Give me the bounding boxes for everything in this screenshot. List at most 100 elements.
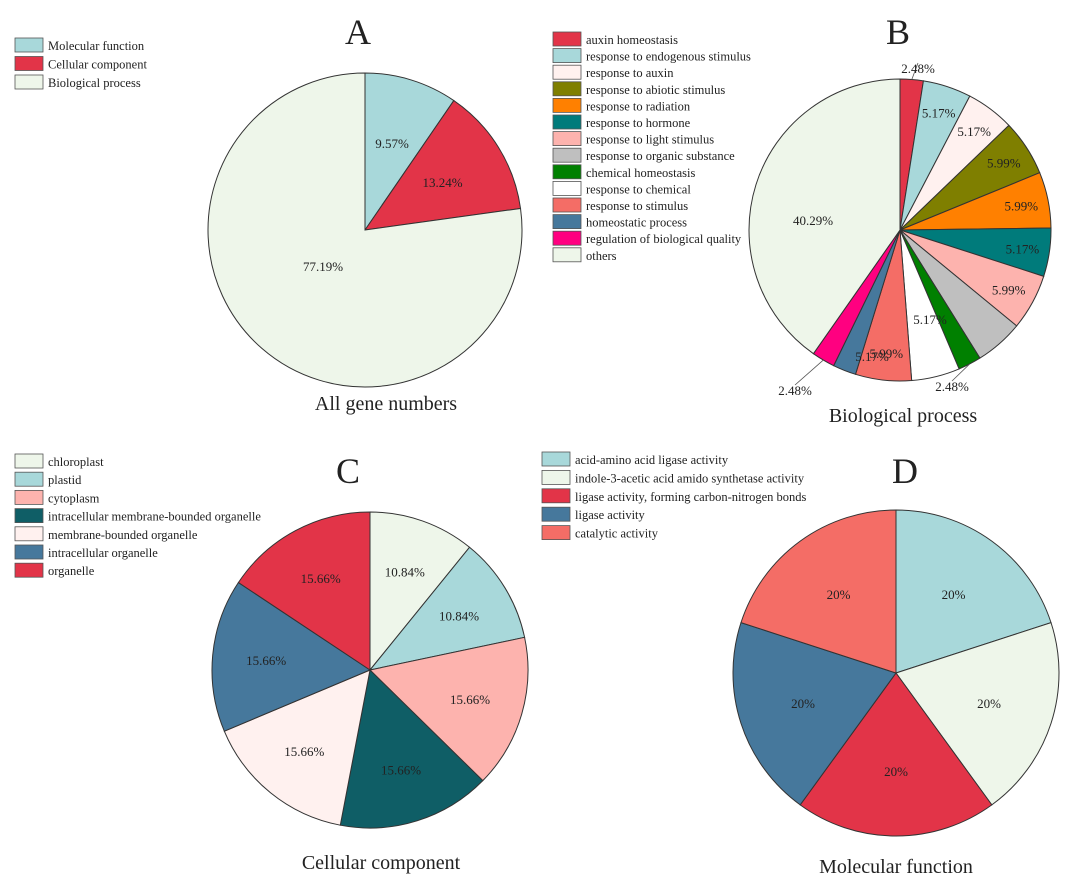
legend-label: plastid xyxy=(48,473,82,487)
legend-label: acid-amino acid ligase activity xyxy=(575,453,729,467)
slice-value-label: 77.19% xyxy=(303,259,343,274)
legend-label: membrane-bounded organelle xyxy=(48,528,198,542)
pie-slice xyxy=(211,581,372,732)
legend-swatch xyxy=(552,131,582,147)
pie-slice xyxy=(895,509,1052,674)
legend-label: response to hormone xyxy=(586,116,691,130)
pie-panel-a: A All gene numbers 9.57% 13.24% 77.19% Molecu… xyxy=(14,12,523,415)
chart-title: All gene numbers xyxy=(315,393,457,415)
leader-line xyxy=(951,363,970,382)
legend-swatch xyxy=(14,508,44,524)
legend-swatch xyxy=(552,247,582,263)
legend-swatch xyxy=(541,469,571,485)
slice-value-label: 9.57% xyxy=(375,136,409,151)
leader-line xyxy=(794,359,824,386)
legend-label: response to auxin xyxy=(586,66,674,80)
slice-value-label: 5.99% xyxy=(987,155,1021,170)
legend-swatch xyxy=(14,489,44,505)
legend-label: homeostatic process xyxy=(586,216,687,230)
chart-title: Cellular component xyxy=(302,852,461,874)
legend-swatch xyxy=(552,48,582,63)
legend-swatch xyxy=(552,114,582,130)
legend-swatch xyxy=(552,147,582,163)
slice-value-label: 15.66% xyxy=(381,763,421,778)
slice-value-label: 2.48% xyxy=(901,61,935,76)
slice-value-label: 2.48% xyxy=(778,383,812,398)
legend-swatch xyxy=(14,37,44,53)
slice-value-label: 20% xyxy=(884,764,908,779)
panel-letter: C xyxy=(336,451,360,491)
slice-value-label: 20% xyxy=(977,696,1001,711)
pie-slice xyxy=(364,72,455,232)
slice-value-label: 5.99% xyxy=(1005,198,1039,213)
slice-value-label: 5.17% xyxy=(913,312,947,327)
slice-value-label: 40.29% xyxy=(793,213,833,228)
chart-title: Molecular function xyxy=(819,856,973,878)
legend-swatch xyxy=(552,230,582,246)
pie-slice xyxy=(748,78,901,355)
pie-slice xyxy=(223,669,371,826)
pie-slice xyxy=(368,546,526,671)
slice-value-label: 5.17% xyxy=(957,124,991,139)
panel-letter: A xyxy=(345,12,371,52)
legend: chloroplast plastid cytoplasm intracellular… xyxy=(14,453,261,578)
legend-label: Biological process xyxy=(48,76,141,90)
legend-label: response to organic substance xyxy=(586,149,735,163)
legend-label: response to chemical xyxy=(586,182,691,196)
legend-label: regulation of biological quality xyxy=(586,232,742,246)
legend-label: intracellular membrane-bounded organelle xyxy=(48,510,261,524)
slice-value-label: 5.17% xyxy=(855,349,889,364)
slice-value-label: 15.66% xyxy=(301,571,341,586)
pie-slice xyxy=(339,668,484,829)
pie-slice xyxy=(237,511,371,671)
legend-swatch xyxy=(14,56,44,71)
legend-label: ligase activity, forming carbon-nitrogen… xyxy=(575,490,807,504)
pie-slice xyxy=(363,99,522,231)
slice-value-label: 10.84% xyxy=(385,565,425,580)
slice-value-label: 15.66% xyxy=(450,692,490,707)
slice-value-label: 15.66% xyxy=(246,653,286,668)
legend-swatch xyxy=(541,506,571,522)
slice-value-label: 15.66% xyxy=(284,744,324,759)
legend-label: response to stimulus xyxy=(586,199,688,213)
legend-swatch xyxy=(552,197,582,213)
legend-label: chloroplast xyxy=(48,455,104,469)
slice-value-label: 5.17% xyxy=(1006,241,1040,256)
pie-slice xyxy=(207,72,523,388)
legend-label: chemical homeostasis xyxy=(586,166,695,180)
panel-letter: B xyxy=(886,12,910,52)
slice-value-label: 10.84% xyxy=(439,609,479,624)
pie-slice xyxy=(369,511,471,672)
pie-slice xyxy=(368,636,529,782)
legend-label: Molecular function xyxy=(48,39,145,53)
leader-line xyxy=(911,62,919,80)
legend-swatch xyxy=(14,544,44,560)
slice-value-label: 20% xyxy=(791,696,815,711)
legend-swatch xyxy=(14,526,44,542)
slice-value-label: 13.24% xyxy=(422,175,462,190)
legend-swatch xyxy=(14,471,44,487)
legend-label: Cellular component xyxy=(48,58,147,72)
legend-swatch xyxy=(552,214,582,230)
slice-value-label: 2.48% xyxy=(935,379,969,394)
legend-swatch xyxy=(14,74,44,90)
legend-swatch xyxy=(552,164,582,180)
pie-slice xyxy=(799,672,993,837)
legend: acid-amino acid ligase activityindole-3-… xyxy=(541,451,807,541)
legend-label: organelle xyxy=(48,564,95,578)
legend-swatch xyxy=(541,488,571,504)
legend-swatch xyxy=(552,180,582,196)
legend-label: cytoplasm xyxy=(48,491,100,505)
legend-label: ligase activity xyxy=(575,508,646,522)
legend-label: response to radiation xyxy=(586,99,691,113)
slice-value-label: 5.17% xyxy=(922,105,956,120)
pie-slice xyxy=(895,621,1060,806)
legend-swatch xyxy=(14,562,44,578)
legend-label: response to abiotic stimulus xyxy=(586,83,725,97)
slice-value-label: 5.99% xyxy=(992,282,1026,297)
legend-label: response to endogenous stimulus xyxy=(586,50,751,64)
legend-label: auxin homeostasis xyxy=(586,33,678,47)
